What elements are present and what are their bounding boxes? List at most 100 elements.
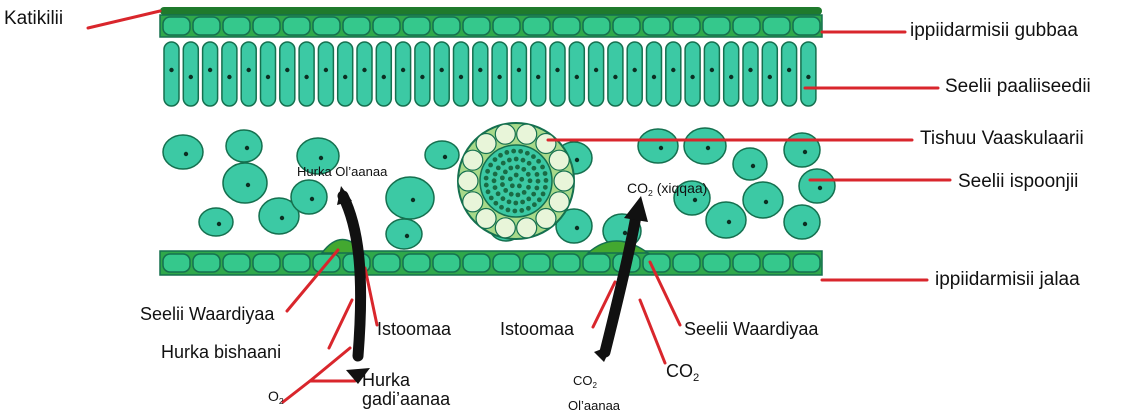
spongy-cell <box>226 130 262 162</box>
palisade-nucleus <box>633 68 637 72</box>
xylem-cell <box>484 176 489 181</box>
bundle-sheath-cell <box>476 133 496 153</box>
xylem-cell <box>493 185 498 190</box>
xylem-cell <box>543 171 548 176</box>
xylem-cell <box>544 178 549 183</box>
lower-epidermis-cell <box>223 254 250 272</box>
leader-water-out <box>329 300 352 348</box>
palisade-cell <box>531 42 546 106</box>
palisade-nucleus <box>594 68 598 72</box>
spongy-cell <box>199 208 233 236</box>
label-o2: O2 <box>268 389 284 403</box>
spongy-cell <box>386 177 434 219</box>
spongy-nucleus <box>405 234 409 238</box>
spongy-cell <box>291 180 327 214</box>
upper-epidermis-cell <box>163 17 190 35</box>
xylem-cell <box>535 172 540 177</box>
xylem-cell <box>526 172 531 177</box>
upper-epidermis-cell <box>613 17 640 35</box>
leader-o2-branch <box>310 348 350 381</box>
upper-epidermis-cell <box>733 17 760 35</box>
spongy-cell <box>784 205 820 239</box>
bundle-sheath-cell <box>536 133 556 153</box>
xylem-cell <box>532 202 537 207</box>
spongy-cell <box>425 141 459 169</box>
label-lower-epidermis: ippiidarmisii jalaa <box>935 270 1080 289</box>
xylem-cell <box>527 161 532 166</box>
xylem-cell <box>531 192 536 197</box>
palisade-nucleus <box>517 68 521 72</box>
palisade-cell <box>299 42 314 106</box>
palisade-cell <box>627 42 642 106</box>
spongy-cell <box>386 219 422 249</box>
label-stoma-left: Istoomaa <box>377 320 451 338</box>
bundle-sheath-cell <box>549 192 569 212</box>
xylem-cell <box>531 154 536 159</box>
guard-cell-right <box>588 241 648 253</box>
palisade-cell <box>589 42 604 106</box>
spongy-nucleus <box>217 222 221 226</box>
bundle-sheath-cell <box>463 150 483 170</box>
xylem-cell <box>485 169 490 174</box>
lower-epidermis-cell <box>763 254 790 272</box>
lower-epidermis-cell <box>523 254 550 272</box>
xylem-cell <box>496 191 501 196</box>
xylem-cell <box>507 199 512 204</box>
spongy-nucleus <box>310 197 314 201</box>
label-water-vapor-high: Hurka Ol’aanaa <box>297 165 387 178</box>
xylem-cell <box>498 153 503 158</box>
xylem-cell <box>536 179 541 184</box>
xylem-cell <box>528 178 533 183</box>
palisade-nucleus <box>729 75 733 79</box>
xylem-cell <box>521 167 526 172</box>
palisade-nucleus <box>324 68 328 72</box>
upper-epidermis-cell <box>703 17 730 35</box>
palisade-cell <box>434 42 449 106</box>
upper-epidermis-cell <box>793 17 820 35</box>
palisade-cell <box>801 42 816 106</box>
cuticle-layer <box>160 7 822 15</box>
spongy-nucleus <box>246 183 250 187</box>
palisade-cell <box>550 42 565 106</box>
upper-epidermis-cell <box>643 17 670 35</box>
palisade-cell <box>569 42 584 106</box>
palisade-cell <box>647 42 662 106</box>
leader-stoma-left <box>365 268 377 325</box>
palisade-cell <box>666 42 681 106</box>
lower-epidermis-cell <box>673 254 700 272</box>
palisade-nucleus <box>208 68 212 72</box>
label-co2-high-line1: CO2 <box>573 374 597 387</box>
palisade-nucleus <box>806 75 810 79</box>
xylem-cell <box>486 189 491 194</box>
xylem-cell <box>503 169 508 174</box>
spongy-nucleus <box>623 231 627 235</box>
upper-epidermis-cell <box>193 17 220 35</box>
spongy-cell <box>799 169 835 203</box>
leader-o2 <box>283 381 355 402</box>
xylem-cell <box>517 184 522 189</box>
spongy-nucleus <box>245 146 249 150</box>
upper-epidermis-cell <box>523 17 550 35</box>
xylem-cell <box>510 183 515 188</box>
xylem-cell <box>509 192 514 197</box>
label-stoma-right: Istoomaa <box>500 320 574 338</box>
lower-epidermis-cell <box>193 254 220 272</box>
spongy-nucleus <box>575 158 579 162</box>
xylem-cell <box>493 172 498 177</box>
spongy-nucleus <box>693 198 697 202</box>
xylem-cell <box>525 151 530 156</box>
xylem-cell <box>492 178 497 183</box>
palisade-nucleus <box>362 68 366 72</box>
spongy-cell <box>733 148 767 180</box>
xylem-cell <box>543 185 548 190</box>
spongy-cell <box>638 129 678 163</box>
bundle-sheath-cell <box>463 192 483 212</box>
palisade-nucleus <box>227 75 231 79</box>
xylem-cell <box>516 192 521 197</box>
xylem-cell <box>521 158 526 163</box>
palisade-nucleus <box>690 75 694 79</box>
upper-epidermis-cell <box>403 17 430 35</box>
bundle-sheath-cell <box>517 218 537 238</box>
label-co2-low: CO2 (xiqqaa) <box>627 181 707 195</box>
label-vapor-low-line2: gadi’aanaa <box>362 390 450 408</box>
